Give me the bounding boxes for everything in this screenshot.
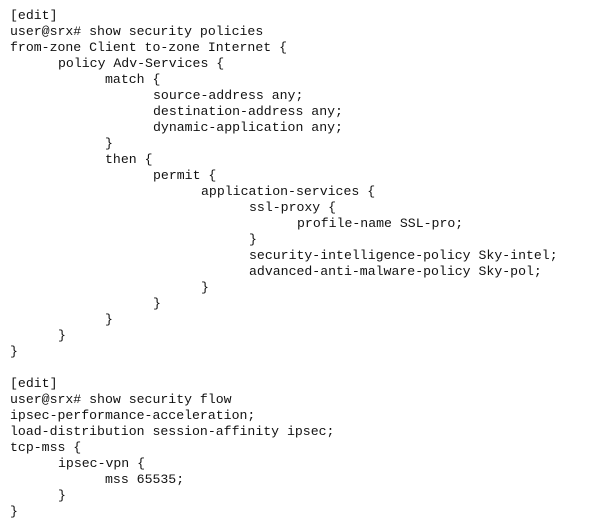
config-line: dynamic-application any;	[153, 120, 343, 135]
closing-brace: }	[58, 488, 66, 503]
config-line: application-services {	[201, 184, 376, 199]
config-line: security-intelligence-policy Sky-intel;	[249, 248, 558, 263]
config-line: mss 65535;	[105, 472, 185, 487]
config-line: ipsec-performance-acceleration;	[10, 408, 256, 423]
closing-brace: }	[58, 328, 66, 343]
config-line: policy Adv-Services {	[58, 56, 225, 71]
config-line: ipsec-vpn {	[58, 456, 146, 471]
config-line: tcp-mss {	[10, 440, 82, 455]
command-show-security-flow: user@srx# show security flow	[10, 392, 232, 407]
config-line: ssl-proxy {	[249, 200, 337, 215]
closing-brace: }	[10, 344, 18, 359]
closing-brace: }	[105, 312, 113, 327]
command-show-security-policies: user@srx# show security policies	[10, 24, 264, 39]
closing-brace: }	[249, 232, 257, 247]
closing-brace: }	[10, 504, 18, 519]
config-line: source-address any;	[153, 88, 304, 103]
config-line: load-distribution session-affinity ipsec…	[10, 424, 335, 439]
edit-context-line-2: [edit]	[10, 376, 58, 391]
closing-brace: }	[105, 136, 113, 151]
closing-brace: }	[201, 280, 209, 295]
config-line: from-zone Client to-zone Internet {	[10, 40, 287, 55]
config-line: permit {	[153, 168, 217, 183]
config-line: match {	[105, 72, 161, 87]
config-line: profile-name SSL-pro;	[297, 216, 464, 231]
closing-brace: }	[153, 296, 161, 311]
config-line: advanced-anti-malware-policy Sky-pol;	[249, 264, 542, 279]
config-line: then {	[105, 152, 153, 167]
config-line: destination-address any;	[153, 104, 343, 119]
edit-context-line-1: [edit]	[10, 8, 58, 23]
